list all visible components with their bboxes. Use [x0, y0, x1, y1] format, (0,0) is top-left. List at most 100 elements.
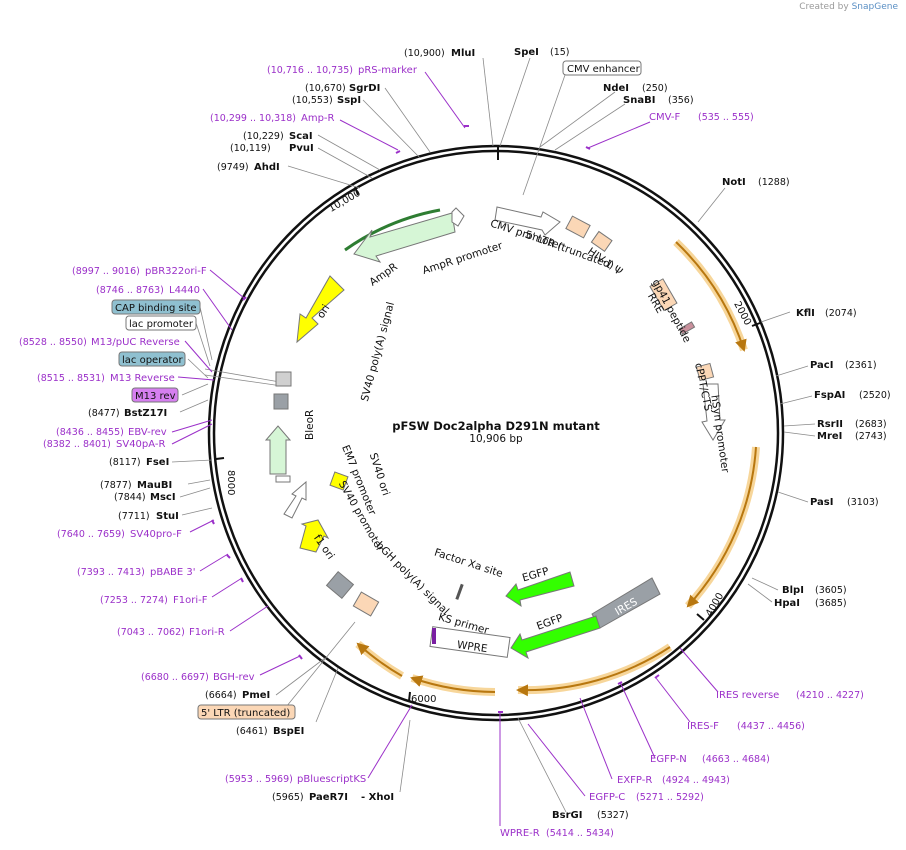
- primer-range-ebv-rev: (8436 .. 8455): [56, 427, 124, 438]
- feature-cmv-promoter-arrow: [494, 206, 561, 236]
- primer-range-amp-r: (10,299 .. 10,318): [210, 113, 296, 124]
- enzyme-name-bsrgi: BsrGI: [552, 810, 582, 821]
- enzyme-pos-sspi: (10,553): [292, 95, 333, 106]
- primer-name-exfp-r: EXFP-R: [617, 775, 652, 786]
- label-sv40-polya: SV40 poly(A) signal: [359, 301, 397, 403]
- enzyme-pos-bspei: (6461): [236, 726, 268, 737]
- enzyme-name-msci: MscI: [150, 492, 176, 503]
- feature-sv40-promoter-arrow: [283, 480, 307, 519]
- primer-labels: (10,716 .. 10,735) pRS-marker (10,299 ..…: [19, 65, 864, 839]
- enzyme-leaders: [171, 57, 816, 813]
- tick-10000: 10,000: [327, 188, 363, 215]
- primer-site-marks: [211, 125, 660, 713]
- primer-range-sv40pa-r: (8382 .. 8401): [43, 439, 111, 450]
- enzyme-name-paer7i: PaeR7I: [309, 792, 348, 803]
- label-ampr-promoter: AmpR promoter: [421, 240, 505, 277]
- plasmid-size: 10,906 bp: [469, 433, 523, 445]
- feature-bgh-box-peach: [352, 591, 380, 617]
- feature-wpre-box: [429, 626, 511, 658]
- feature-ltr5-box: [565, 215, 591, 239]
- tick-marks: [215, 145, 761, 702]
- enzyme-labels: (10,900) MluI SpeI (15) NdeI (250) SnaBI…: [88, 47, 891, 821]
- enzyme-pos-msci: (7844): [114, 492, 146, 503]
- m13-rev-box: [131, 387, 179, 403]
- feature-factor-xa-mark: [455, 583, 464, 600]
- primer-range-wpre-r: (5414 .. 5434): [546, 828, 614, 839]
- enzyme-pos-mlui: (10,900): [404, 48, 445, 59]
- primer-range-l4440: (8746 .. 8763): [96, 285, 164, 296]
- label-wpre: WPRE: [456, 639, 488, 655]
- feature-small-box: [275, 371, 292, 387]
- enzyme-pos-ndei: (250): [642, 83, 668, 94]
- primer-name-amp-r: Amp-R: [301, 113, 335, 124]
- feature-ori-arrow: [296, 275, 345, 344]
- primer-name-egfp-n: EGFP-N: [650, 754, 687, 765]
- orf-arc-bottom-right: [517, 643, 673, 695]
- enzyme-name-ndei: NdeI: [603, 83, 629, 94]
- enzyme-pos-paer7i: (5965): [272, 792, 304, 803]
- enzyme-name-mlui: MluI: [451, 48, 475, 59]
- cap-binding-box: [111, 299, 201, 315]
- primer-range-prs-marker: (10,716 .. 10,735): [267, 65, 353, 76]
- enzyme-pos-bsrgi: (5327): [597, 810, 629, 821]
- enzyme-name-hpai: HpaI: [774, 598, 800, 609]
- primer-range-egfp-n: (4663 .. 4684): [702, 754, 770, 765]
- enzyme-name-rsrii: RsrII: [817, 419, 843, 430]
- plasmid-name: pFSW Doc2alpha D291N mutant: [392, 419, 600, 433]
- backbone-outer: [207, 144, 785, 722]
- feature-rre-box: [649, 278, 678, 312]
- feature-cppt-box: [695, 362, 715, 382]
- feature-egfp1-arrow: [505, 571, 575, 608]
- ltr-truncated-box: [197, 704, 296, 720]
- enzyme-name-maubi: MauBI: [137, 480, 172, 491]
- enzyme-pos-blpi: (3605): [815, 585, 847, 596]
- enzyme-pos-noti: (1288): [758, 177, 790, 188]
- enzyme-name-stui: StuI: [156, 511, 179, 522]
- primer-name-prs-marker: pRS-marker: [358, 65, 418, 76]
- feature-hiv-psi-box: [590, 230, 613, 253]
- backbone-inner: [212, 149, 780, 717]
- enzyme-pos-ahdi: (9749): [217, 162, 249, 173]
- primer-range-f1ori-r: (7043 .. 7062): [117, 627, 185, 638]
- primer-range-pbr322ori-f: (8997 .. 9016): [72, 266, 140, 277]
- enzyme-pos-pvui: (10,119): [230, 143, 271, 154]
- feature-em7-box: [275, 475, 291, 483]
- enzyme-name-pasi: PasI: [810, 497, 833, 508]
- primer-range-m13rev: (8515 .. 8531): [37, 373, 105, 384]
- enzyme-name-mrei: MreI: [817, 431, 842, 442]
- enzyme-pos-pasi: (3103): [847, 497, 879, 508]
- feature-ks-primer-mark: [432, 628, 436, 644]
- enzyme-name-bstz17i: BstZ17I: [124, 408, 167, 419]
- enzyme-name-ahdi: AhdI: [254, 162, 280, 173]
- enzyme-pos-fspai: (2520): [859, 390, 891, 401]
- feature-ampr-arrow: [353, 212, 456, 263]
- lac-promoter-box: [125, 315, 197, 331]
- primer-name-egfp-c: EGFP-C: [589, 792, 625, 803]
- lac-promoter-label: lac promoter: [129, 319, 194, 330]
- boxed-callouts: CMV enhancer CAP binding site lac promot…: [111, 60, 642, 720]
- primer-name-sv40pa-r: SV40pA-R: [116, 439, 165, 450]
- enzyme-pos-paci: (2361): [845, 360, 877, 371]
- snapgene-credit: Created by SnapGene: [799, 2, 898, 12]
- primer-name-pbluescriptks: pBluescriptKS: [297, 774, 366, 785]
- primer-range-egfp-c: (5271 .. 5292): [636, 792, 704, 803]
- enzyme-pos-rsrii: (2683): [855, 419, 887, 430]
- feature-gp41-box: [678, 321, 696, 335]
- primer-range-pbabe: (7393 .. 7413): [77, 567, 145, 578]
- primer-name-sv40pro-f: SV40pro-F: [130, 529, 182, 540]
- enzyme-pos-scai: (10,229): [243, 131, 284, 142]
- enzyme-name-spei: SpeI: [514, 47, 539, 58]
- ltr-truncated-label: 5' LTR (truncated): [201, 708, 290, 719]
- primer-name-m13rev: M13 Reverse: [110, 373, 175, 384]
- primer-range-sv40pro-f: (7640 .. 7659): [57, 529, 125, 540]
- primer-range-pbluescriptks: (5953 .. 5969): [225, 774, 293, 785]
- primer-range-exfp-r: (4924 .. 4943): [662, 775, 730, 786]
- primer-name-ebv-rev: EBV-rev: [128, 427, 167, 438]
- enzyme-pos-maubi: (7877): [100, 480, 132, 491]
- enzyme-pos-kfli: (2074): [825, 308, 857, 319]
- primer-name-m13puc: M13/pUC Reverse: [91, 337, 180, 348]
- enzyme-name-paci: PacI: [810, 360, 833, 371]
- primer-range-ires-reverse: (4210 .. 4227): [796, 690, 864, 701]
- enzyme-name-pvui: PvuI: [289, 143, 314, 154]
- orf-arcs: [344, 208, 760, 697]
